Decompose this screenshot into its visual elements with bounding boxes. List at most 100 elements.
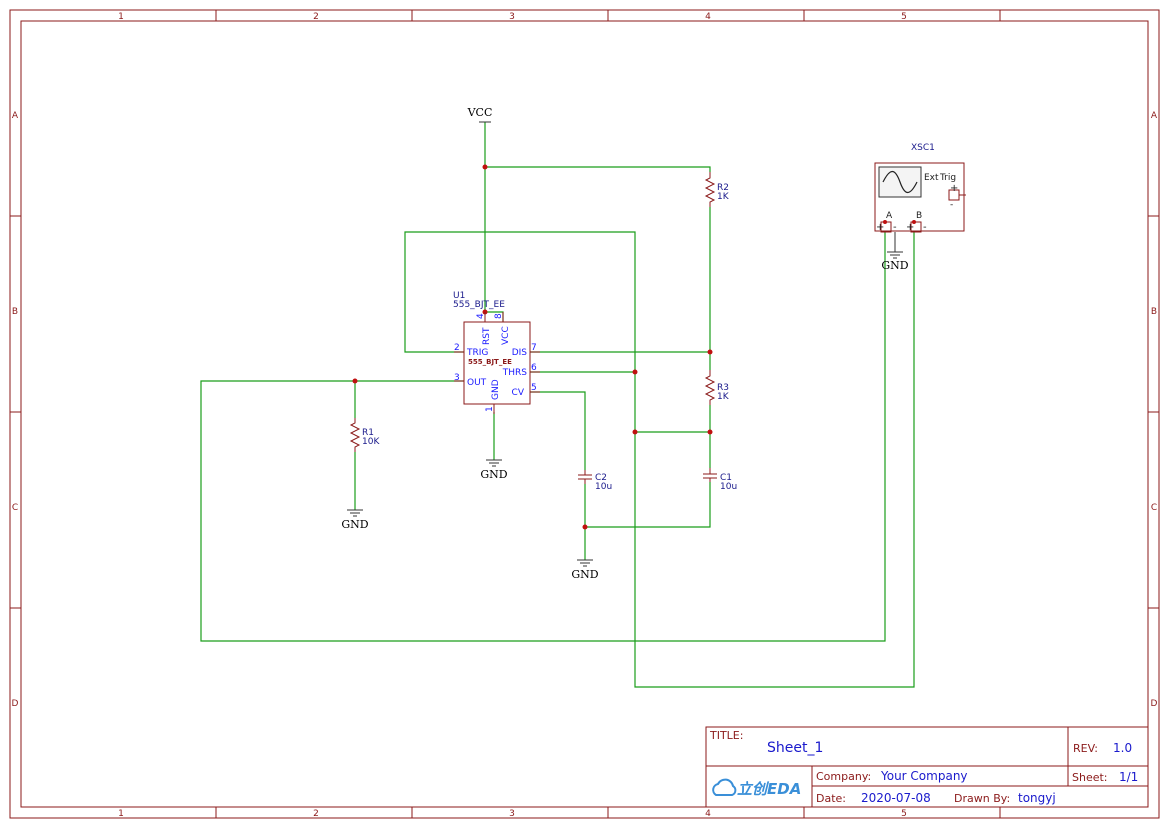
ground-r1[interactable]: GND <box>341 509 369 531</box>
date-value: 2020-07-08 <box>861 791 931 805</box>
sheet-value: 1/1 <box>1119 770 1138 784</box>
u1-pin-dis-name: DIS <box>512 348 528 358</box>
resistor-r1[interactable]: R1 10K <box>349 418 380 452</box>
u1-designator: U1 <box>453 291 465 301</box>
ground-c2[interactable]: GND <box>571 559 599 581</box>
wire-cv-to-c2[interactable] <box>530 391 586 470</box>
u1-pin-thrs-num: 6 <box>531 363 537 373</box>
col-label-top-3: 3 <box>509 12 515 22</box>
u1-pin-out-num: 3 <box>454 373 460 383</box>
xsc1-ch-a-minus: - <box>893 222 897 233</box>
col-label-bottom-2: 2 <box>313 809 319 819</box>
company-label: Company: <box>816 770 871 783</box>
ground-scope-label: GND <box>881 259 908 272</box>
ground-u1-label: GND <box>480 468 507 481</box>
xsc1-trig-plus: + <box>950 183 958 194</box>
u1-pin-gnd-num: 1 <box>485 406 495 412</box>
wires <box>200 122 915 688</box>
u1-pin-thrs-name: THRS <box>502 368 528 378</box>
xsc1-ch-b-plus: + <box>906 222 914 233</box>
r3-value: 1K <box>717 392 730 402</box>
drawn-by-label: Drawn By: <box>954 792 1010 805</box>
col-label-bottom-1: 1 <box>118 809 124 819</box>
u1-555-timer[interactable]: U1 555_BJT_EE 555_BJT_EE RST VCC 4 8 TRI… <box>453 291 540 414</box>
wire-trig-loop[interactable] <box>404 231 636 372</box>
vcc-label: VCC <box>467 106 493 119</box>
u1-pin-trig-name: TRIG <box>466 348 488 358</box>
sheet-label: Sheet: <box>1072 771 1108 784</box>
ground-c2-label: GND <box>571 568 598 581</box>
u1-pin-cv-num: 5 <box>531 383 537 393</box>
r2-designator: R2 <box>717 183 729 193</box>
u1-pin-vcc-num: 8 <box>494 313 504 319</box>
junction-thrs-c1-right <box>707 429 713 435</box>
c1-designator: C1 <box>720 473 732 483</box>
ground-r1-label: GND <box>341 518 368 531</box>
resistor-r2[interactable]: R2 1K <box>704 172 730 207</box>
u1-pin-cv-name: CV <box>512 388 525 398</box>
u1-pin-vcc-name: VCC <box>501 326 511 345</box>
xsc1-ch-a-plus: + <box>876 222 884 233</box>
u1-pin-out-name: OUT <box>467 378 487 388</box>
c2-designator: C2 <box>595 473 607 483</box>
c2-value: 10u <box>595 482 612 492</box>
col-label-top-4: 4 <box>705 12 711 22</box>
r2-value: 1K <box>717 192 730 202</box>
row-label-left-b: B <box>12 307 18 317</box>
sheet-frame: 1 2 3 4 5 1 2 3 4 5 A B C D A B C D <box>9 9 1160 819</box>
junction-vcc <box>482 164 488 170</box>
rev-label: REV: <box>1073 742 1098 755</box>
u1-body-label: 555_BJT_EE <box>468 358 512 366</box>
u1-pin-dis-num: 7 <box>531 343 537 353</box>
xsc1-channel-b-label: B <box>916 211 922 221</box>
date-label: Date: <box>816 792 846 805</box>
u1-value: 555_BJT_EE <box>453 300 505 310</box>
capacitor-c1[interactable]: C1 10u <box>703 468 737 492</box>
xsc1-ch-b-minus: - <box>923 222 927 233</box>
lceda-logo: 立创EDA <box>712 778 801 798</box>
wire-c1-to-gnd[interactable] <box>585 482 711 528</box>
junction-dis <box>707 349 713 355</box>
xsc1-ext-label: Ext <box>924 173 939 183</box>
rev-value: 1.0 <box>1113 741 1132 755</box>
cloud-icon <box>712 778 737 796</box>
row-label-right-d: D <box>1151 699 1158 709</box>
c1-value: 10u <box>720 482 737 492</box>
col-label-top-2: 2 <box>313 12 319 22</box>
title-label: TITLE: <box>709 729 743 742</box>
u1-pin-trig-num: 2 <box>454 343 460 353</box>
junctions <box>352 164 713 530</box>
oscilloscope-xsc1[interactable]: XSC1 Ext Trig A B + - + - + - <box>874 143 966 233</box>
col-label-bottom-5: 5 <box>901 809 907 819</box>
ground-scope[interactable]: GND <box>881 232 909 272</box>
company-value: Your Company <box>880 769 968 783</box>
col-label-bottom-3: 3 <box>509 809 515 819</box>
junction-thrs-c1-left <box>632 429 638 435</box>
row-label-right-b: B <box>1151 307 1157 317</box>
capacitor-c2[interactable]: C2 10u <box>578 470 612 492</box>
row-label-left-c: C <box>12 503 18 513</box>
junction-out <box>352 378 358 384</box>
row-label-right-a: A <box>1151 111 1158 121</box>
col-label-top-1: 1 <box>118 12 124 22</box>
vcc-symbol[interactable]: VCC <box>467 106 493 123</box>
sine-wave-icon <box>882 170 918 194</box>
wire-out[interactable] <box>200 232 886 642</box>
col-label-top-5: 5 <box>901 12 907 22</box>
row-label-left-d: D <box>12 699 19 709</box>
u1-pin-gnd-name: GND <box>491 379 501 400</box>
logo-text: 立创EDA <box>737 780 801 798</box>
r1-value: 10K <box>362 437 380 447</box>
u1-pin-rst-num: 4 <box>476 313 486 319</box>
wire-vcc-to-r2[interactable] <box>485 166 711 172</box>
resistor-r3[interactable]: R3 1K <box>704 370 730 405</box>
row-label-left-a: A <box>12 111 19 121</box>
xsc1-channel-a-label: A <box>886 211 893 221</box>
xsc1-designator: XSC1 <box>911 143 935 153</box>
junction-gnd-c2 <box>582 524 588 530</box>
wire-thrs-to-scope-b[interactable] <box>634 232 915 688</box>
r3-designator: R3 <box>717 383 729 393</box>
ground-u1[interactable]: GND <box>480 459 508 481</box>
title-block: TITLE: Sheet_1 REV: 1.0 Company: Your Co… <box>705 726 1149 808</box>
